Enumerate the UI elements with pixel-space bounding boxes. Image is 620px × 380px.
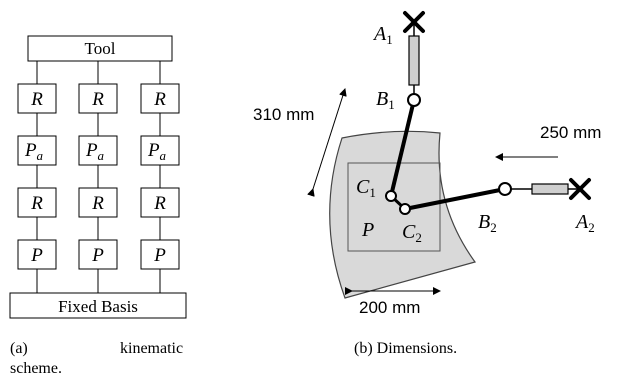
joint-symbol: P <box>30 245 43 266</box>
chain-connectors <box>36 61 161 293</box>
joint-box <box>78 239 118 270</box>
label-c2: C2 <box>402 221 422 245</box>
anchor-a1-mark <box>403 11 425 33</box>
fixed-basis-box <box>9 292 187 319</box>
link-b1-c1 <box>389 99 416 197</box>
joint-box <box>140 187 180 218</box>
joint-box <box>78 83 118 114</box>
platform-square <box>347 162 441 252</box>
fixed-basis-label: Fixed Basis <box>58 297 138 316</box>
dimensions-diagram: A1 B1 C1 P C2 B2 A2 310 mm 250 mm 200 mm <box>253 11 601 317</box>
caption-b: (b) Dimensions. <box>354 340 458 357</box>
joint-symbol: Pa <box>85 140 105 163</box>
joint-symbol: R <box>91 89 104 110</box>
joint-box <box>78 135 118 166</box>
joint-symbol: Pa <box>24 140 44 163</box>
joint-box <box>78 187 118 218</box>
joint-box <box>17 135 57 166</box>
chain-column-2: R Pa R P <box>78 83 118 270</box>
label-b2: B2 <box>478 211 497 235</box>
joint-symbol: P <box>91 245 104 266</box>
slider-2 <box>531 183 569 195</box>
joint-b2 <box>498 182 512 196</box>
joint-box <box>140 135 180 166</box>
caption-a-line2: scheme. <box>10 360 62 377</box>
joint-box <box>17 187 57 218</box>
caption-a-word: kinematic <box>120 340 184 357</box>
joint-symbol: Pa <box>147 140 167 163</box>
dim-310-arrow <box>307 88 347 197</box>
joint-symbol: R <box>30 193 43 214</box>
label-c1: C1 <box>356 176 376 200</box>
label-a2: A2 <box>574 211 595 235</box>
label-p: P <box>361 219 374 241</box>
link-c2-b2 <box>404 187 506 211</box>
joint-box <box>140 239 180 270</box>
joint-symbol: R <box>91 193 104 214</box>
joint-box <box>140 83 180 114</box>
dim-310-label: 310 mm <box>253 105 314 124</box>
slider-1 <box>408 35 420 86</box>
joint-box <box>17 239 57 270</box>
caption-a-prefix: (a) <box>10 340 28 357</box>
joint-c2 <box>399 203 411 215</box>
chain-column-1: R Pa R P <box>17 83 57 270</box>
joint-c1 <box>385 190 397 202</box>
chain-column-3: R Pa R P <box>140 83 180 270</box>
joint-symbol: R <box>153 89 166 110</box>
tool-label: Tool <box>85 39 116 58</box>
joint-symbol: R <box>153 193 166 214</box>
joint-b1 <box>407 93 421 107</box>
moving-plate <box>329 130 476 299</box>
tool-box <box>27 35 173 62</box>
label-b1: B1 <box>376 88 395 112</box>
dim-250-label: 250 mm <box>540 123 601 142</box>
joint-box <box>17 83 57 114</box>
label-a1: A1 <box>372 23 393 47</box>
joint-symbol: P <box>153 245 166 266</box>
kinematic-scheme: Tool Fixed Basis R Pa <box>9 35 187 319</box>
anchor-a2-mark <box>569 178 591 200</box>
joint-symbol: R <box>30 89 43 110</box>
dim-200-label: 200 mm <box>359 298 420 317</box>
